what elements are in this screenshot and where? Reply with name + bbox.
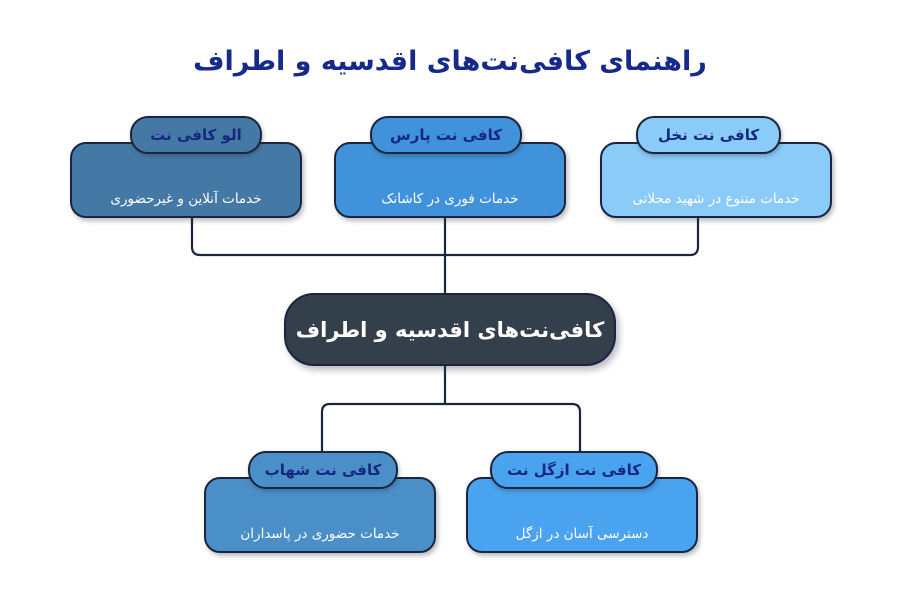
node-body-nakhl: خدمات متنوع در شهید محلاتی (632, 191, 800, 208)
node-body-shahab: خدمات حضوری در پاسداران (240, 526, 400, 543)
page-title: راهنمای کافی‌نت‌های اقدسیه و اطراف (193, 46, 707, 77)
node-body-pars: خدمات فوری در کاشانک (381, 191, 519, 208)
node-label-center: کافی‌نت‌های اقدسیه و اطراف (295, 317, 605, 342)
node-header-nakhl[interactable]: کافی نت نخل (636, 116, 781, 154)
node-card-ozgol[interactable]: دسترسی آسان در ازگل (466, 477, 698, 553)
node-header-pars[interactable]: کافی نت پارس (370, 116, 522, 154)
wire-bottom-bus (320, 402, 582, 452)
node-card-nakhl[interactable]: خدمات متنوع در شهید محلاتی (600, 142, 832, 218)
wire-top-bus (190, 218, 700, 257)
node-header-alo[interactable]: الو کافی نت (130, 116, 262, 154)
node-card-pars[interactable]: خدمات فوری در کاشانک (334, 142, 566, 218)
node-card-center[interactable]: کافی‌نت‌های اقدسیه و اطراف (284, 293, 616, 366)
node-body-alo: خدمات آنلاین و غیرحضوری (110, 191, 262, 208)
node-body-ozgol: دسترسی آسان در ازگل (515, 526, 649, 543)
node-card-alo[interactable]: خدمات آنلاین و غیرحضوری (70, 142, 302, 218)
node-card-shahab[interactable]: خدمات حضوری در پاسداران (204, 477, 436, 553)
node-header-ozgol[interactable]: کافی نت ازگل نت (490, 451, 658, 489)
node-header-shahab[interactable]: کافی نت شهاب (248, 451, 398, 489)
